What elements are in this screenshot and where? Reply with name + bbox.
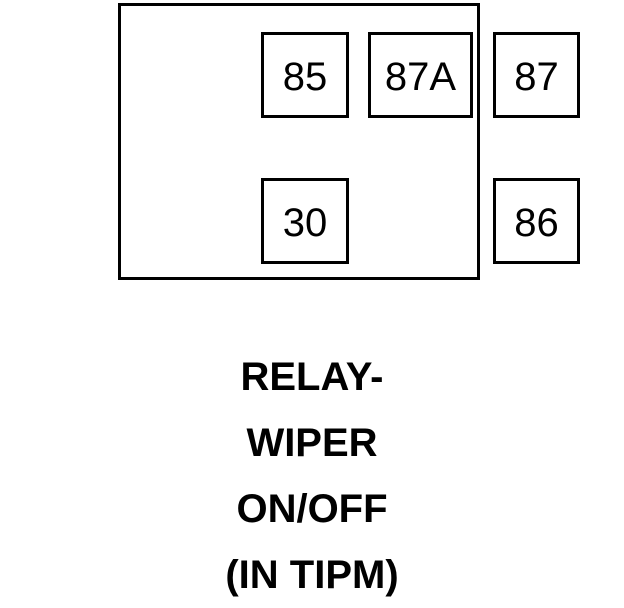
pin-label-87: 87 xyxy=(514,55,559,99)
caption-line-3: ON/OFF xyxy=(236,487,388,531)
pin-label-86: 86 xyxy=(514,201,559,245)
caption-line-2: WIPER xyxy=(246,421,378,465)
pin-label-87a: 87A xyxy=(384,55,457,99)
caption-line-4: (IN TIPM) xyxy=(225,553,399,597)
relay-caption: RELAY- WIPER ON/OFF (IN TIPM) xyxy=(0,344,624,608)
pin-label-85: 85 xyxy=(282,55,328,99)
caption-line-1: RELAY- xyxy=(240,355,384,399)
relay-pin-87a[interactable]: 87A xyxy=(368,32,473,118)
pin-label-30: 30 xyxy=(282,201,328,245)
relay-pin-85[interactable]: 85 xyxy=(261,32,349,118)
relay-pin-87[interactable]: 87 xyxy=(493,32,580,118)
relay-pin-86[interactable]: 86 xyxy=(493,178,580,264)
relay-body-outline: 85 87A 87 30 86 xyxy=(118,3,580,280)
relay-pin-30[interactable]: 30 xyxy=(261,178,349,264)
